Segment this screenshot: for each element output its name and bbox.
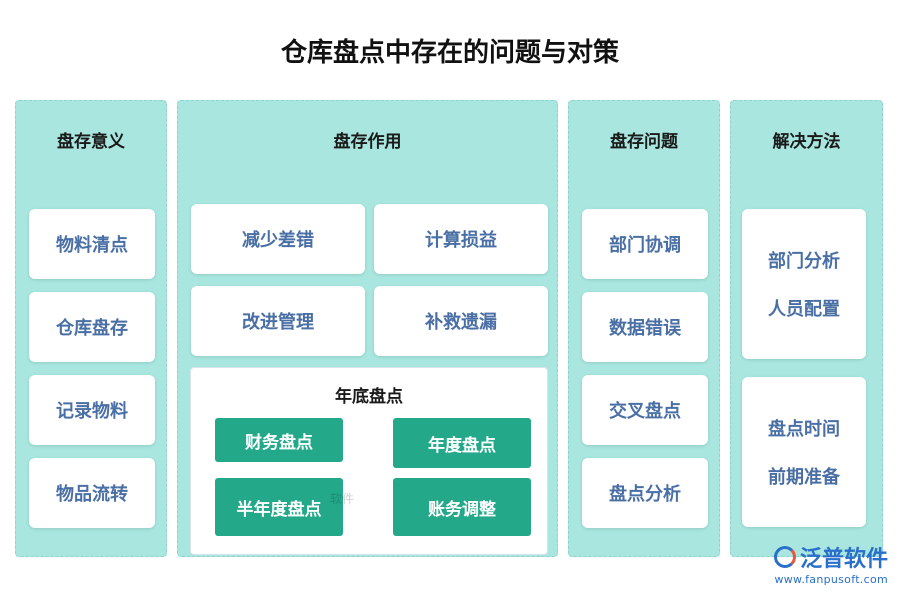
logo-name: 泛普软件: [799, 547, 888, 572]
column-significance: 盘存意义 物料清点 仓库盘存 记录物料 物品流转: [15, 100, 167, 557]
page-title: 仓库盘点中存在的问题与对策: [280, 38, 619, 68]
solution-label: 部门分析: [768, 251, 840, 272]
year-end-item: 半年度盘点: [215, 478, 343, 536]
year-end-item: 财务盘点: [215, 418, 343, 462]
item-card: 记录物料: [29, 375, 155, 445]
logo-url: www.fanpusoft.com: [774, 573, 888, 586]
column-header: 盘存作用: [333, 132, 402, 152]
solution-label: 盘点时间: [768, 419, 840, 440]
brand-logo: 泛普软件 www.fanpusoft.com: [773, 541, 888, 586]
column-problems: 盘存问题 部门协调 数据错误 交叉盘点 盘点分析: [568, 100, 720, 557]
solution-card: 部门分析 人员配置: [742, 209, 866, 359]
column-header: 解决方法: [772, 132, 841, 152]
year-end-inventory-box: 年底盘点 财务盘点 年度盘点 半年度盘点 账务调整: [190, 367, 548, 555]
item-card: 补救遗漏: [374, 286, 548, 356]
solution-label: 前期准备: [768, 467, 840, 488]
item-card: 仓库盘存: [29, 292, 155, 362]
item-card: 计算损益: [374, 204, 548, 274]
year-end-item: 年度盘点: [393, 418, 531, 468]
item-card: 盘点分析: [582, 458, 708, 528]
column-solutions: 解决方法 部门分析 人员配置 盘点时间 前期准备: [730, 100, 883, 557]
year-end-header: 年底盘点: [335, 387, 403, 407]
column-header: 盘存意义: [57, 132, 125, 152]
solution-card: 盘点时间 前期准备: [742, 377, 866, 527]
item-card: 减少差错: [191, 204, 365, 274]
item-card: 物料清点: [29, 209, 155, 279]
item-card: 改进管理: [191, 286, 365, 356]
item-card: 交叉盘点: [582, 375, 708, 445]
solution-label: 人员配置: [768, 299, 840, 320]
watermark: 软件: [330, 492, 355, 506]
column-function: 盘存作用 减少差错 计算损益 改进管理 补救遗漏 年底盘点 财务盘点 年度盘点 …: [177, 100, 558, 557]
logo-mark-icon: [773, 546, 796, 568]
year-end-item: 账务调整: [393, 478, 531, 536]
item-card: 数据错误: [582, 292, 708, 362]
item-card: 部门协调: [582, 209, 708, 279]
column-header: 盘存问题: [610, 132, 678, 152]
item-card: 物品流转: [29, 458, 155, 528]
